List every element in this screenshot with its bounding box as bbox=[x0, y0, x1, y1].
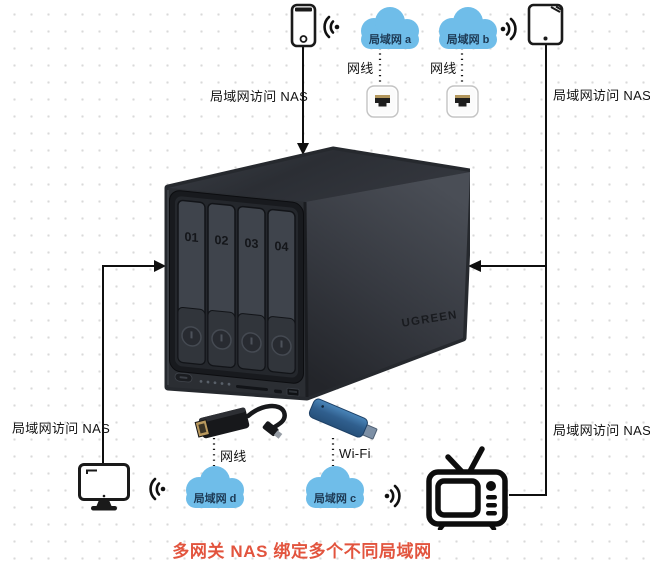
cloud-lan-a: 局域网 a bbox=[361, 7, 419, 49]
cloud-lan-d: 局域网 d bbox=[186, 466, 244, 508]
ethernet-port-icon bbox=[446, 85, 479, 118]
nas-device: UGREEN 01 bbox=[164, 146, 470, 401]
diagram-caption: 多网关 NAS 绑定多个不同局域网 bbox=[172, 542, 432, 561]
cloud-lan-b: 局域网 b bbox=[439, 7, 497, 49]
tablet-icon bbox=[527, 3, 564, 46]
ethernet-port-icon bbox=[366, 85, 399, 118]
nas-drive-bays: 01 02 03 bbox=[177, 199, 296, 375]
lan-access-label-bottom-left: 局域网访问 NAS bbox=[12, 421, 111, 436]
bay-number: 04 bbox=[275, 239, 289, 254]
cloud-a-label: 局域网 a bbox=[368, 32, 412, 46]
wifi-signal-icon bbox=[384, 484, 401, 508]
nas-top-face bbox=[168, 150, 470, 202]
nas-status-leds bbox=[199, 379, 231, 386]
cable-label-d: 网线 bbox=[220, 449, 247, 464]
bay-number: 03 bbox=[245, 236, 259, 251]
nas-side-face bbox=[305, 172, 470, 397]
tv-icon bbox=[426, 446, 508, 530]
cloud-lan-c: 局域网 c bbox=[306, 466, 364, 508]
cloud-d-label: 局域网 d bbox=[193, 491, 237, 505]
cloud-c-label: 局域网 c bbox=[313, 491, 356, 505]
lan-access-label-top-right: 局域网访问 NAS bbox=[553, 88, 650, 103]
usb-wifi-adapter-icon bbox=[308, 398, 378, 440]
wifi-signal-icon bbox=[149, 477, 166, 501]
cable-label-b: 网线 bbox=[430, 61, 457, 76]
wifi-signal-icon bbox=[323, 15, 340, 39]
lan-access-label-top-left: 局域网访问 NAS bbox=[210, 89, 309, 104]
wifi-label-c: Wi-Fi bbox=[339, 446, 371, 461]
cable-label-a: 网线 bbox=[347, 61, 374, 76]
cloud-b-label: 局域网 b bbox=[446, 32, 490, 46]
desktop-monitor-icon bbox=[78, 463, 130, 511]
lan-access-label-bottom-right: 局域网访问 NAS bbox=[553, 423, 650, 438]
bay-number: 01 bbox=[185, 230, 199, 245]
nas-usbc-port bbox=[274, 389, 282, 394]
usb-ethernet-adapter-icon bbox=[194, 403, 287, 439]
wifi-signal-icon bbox=[500, 17, 517, 41]
bay-number: 02 bbox=[215, 233, 229, 248]
nas-sd-slot bbox=[236, 385, 268, 392]
smartphone-icon bbox=[290, 3, 317, 48]
